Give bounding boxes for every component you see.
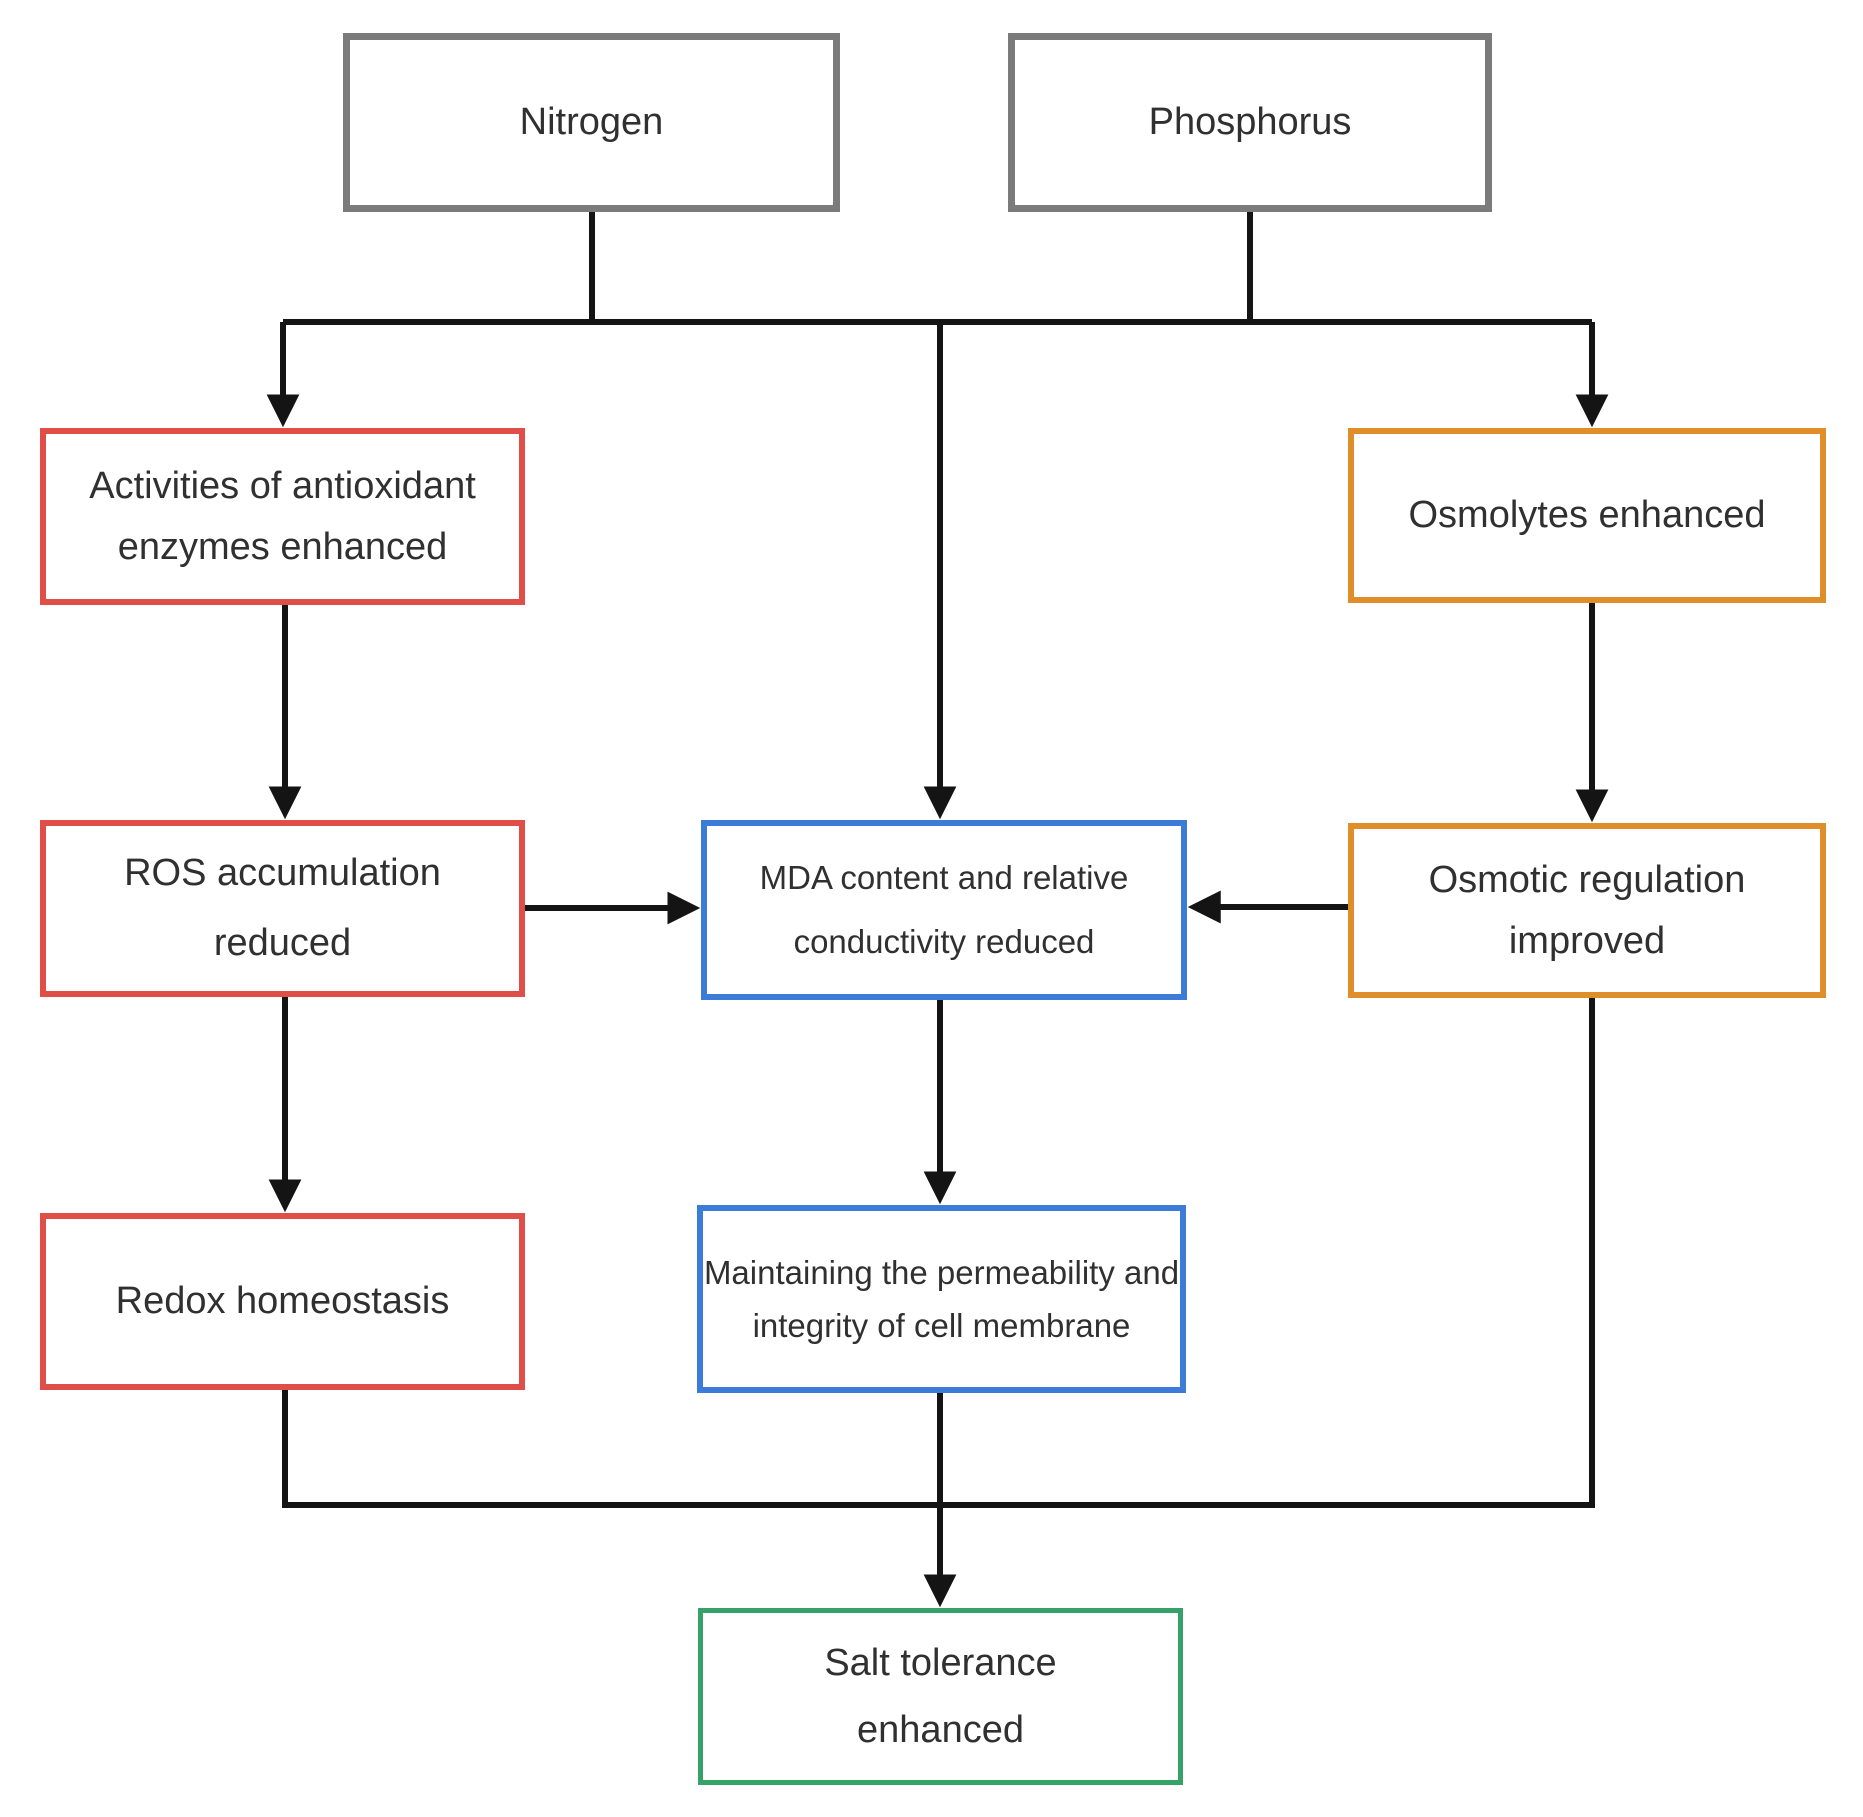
connector-osmotic-converge xyxy=(940,998,1595,1508)
node-ros-accumulation: ROS accumulation reduced xyxy=(40,820,525,997)
node-nitrogen-label: Nitrogen xyxy=(519,100,664,143)
node-redox-homeostasis: Redox homeostasis xyxy=(40,1213,525,1390)
node-redox-homeostasis-label: Redox homeostasis xyxy=(115,1279,450,1322)
node-cell-membrane-label: Maintaining the permeability and integri… xyxy=(703,1253,1180,1344)
node-antioxidant-enzymes: Activities of antioxidant enzymes enhanc… xyxy=(40,428,525,605)
node-salt-tolerance: Salt tolerance enhanced xyxy=(698,1608,1183,1785)
node-osmolytes-label: Osmolytes enhanced xyxy=(1408,493,1766,536)
node-ros-accumulation-label: ROS accumulation reduced xyxy=(124,852,441,964)
node-cell-membrane: Maintaining the permeability and integri… xyxy=(697,1205,1186,1393)
node-antioxidant-enzymes-label: Activities of antioxidant enzymes enhanc… xyxy=(89,464,476,568)
node-osmotic-regulation: Osmotic regulation improved xyxy=(1348,823,1826,998)
node-osmotic-regulation-label: Osmotic regulation improved xyxy=(1428,858,1746,962)
node-phosphorus: Phosphorus xyxy=(1008,33,1492,212)
node-salt-tolerance-label: Salt tolerance enhanced xyxy=(824,1642,1057,1751)
node-phosphorus-label: Phosphorus xyxy=(1148,100,1352,143)
node-mda-content-label: MDA content and relative conductivity re… xyxy=(759,858,1129,960)
node-nitrogen: Nitrogen xyxy=(343,33,840,212)
node-mda-content: MDA content and relative conductivity re… xyxy=(701,820,1187,1000)
node-osmolytes: Osmolytes enhanced xyxy=(1348,428,1826,603)
connector-redox-converge xyxy=(282,1390,940,1508)
